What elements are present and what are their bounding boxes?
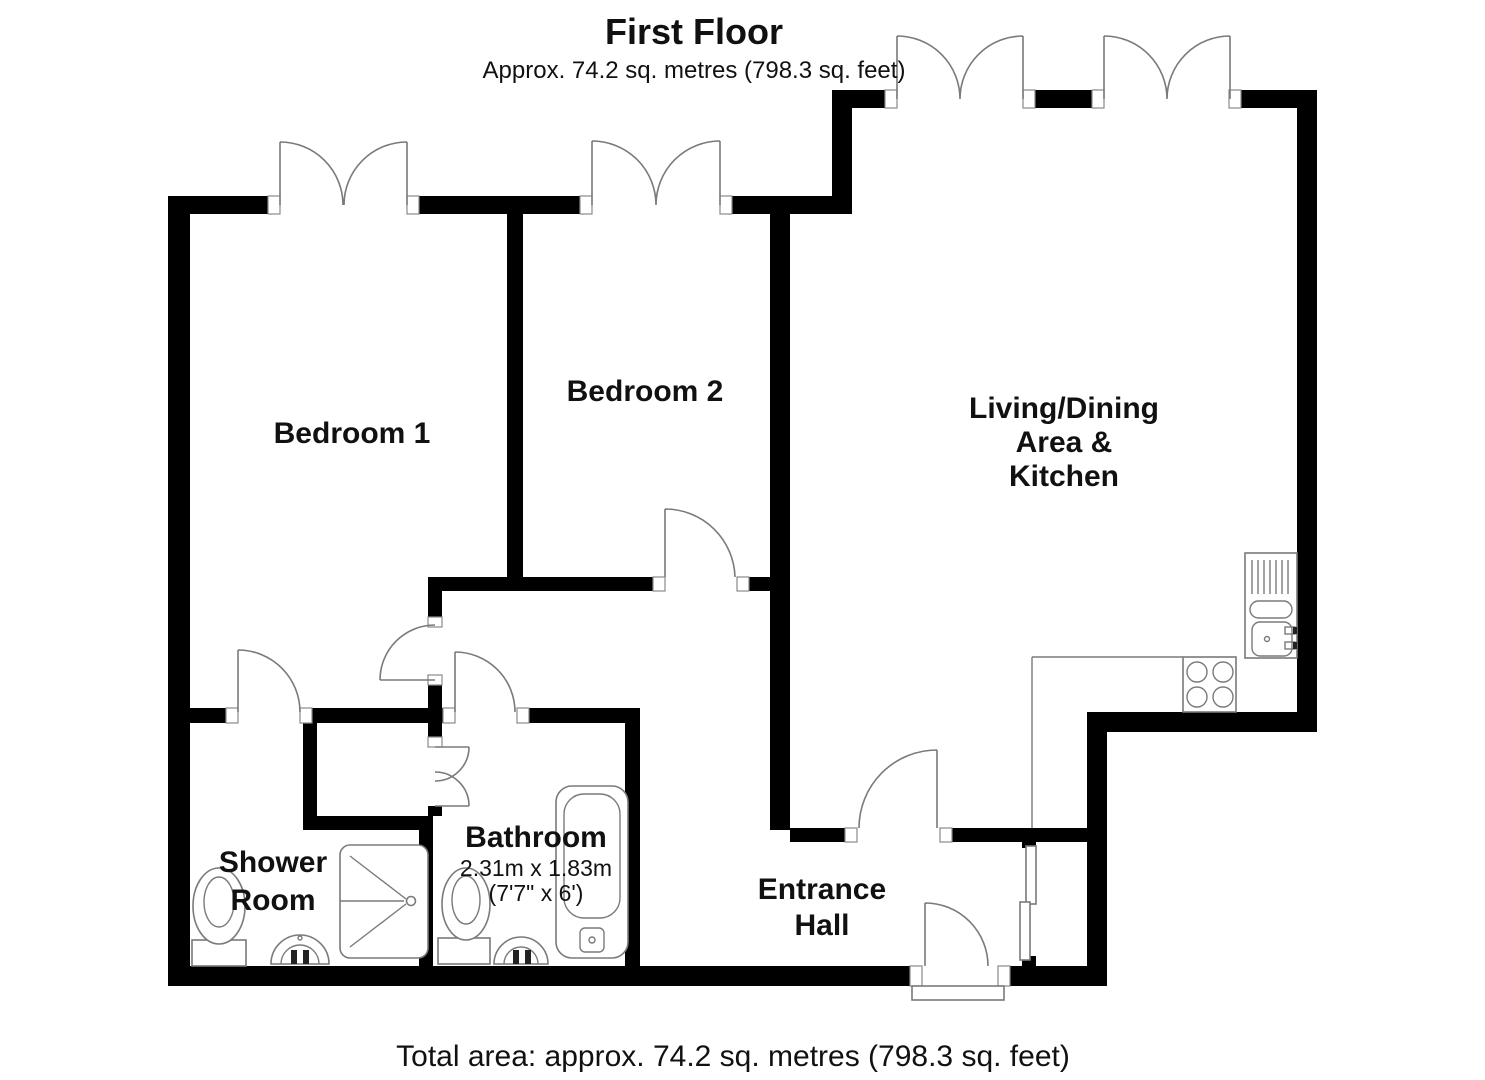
toilet-icon <box>437 867 491 965</box>
wall-bed1-door-stub-top <box>428 577 442 617</box>
bathroom-fixtures <box>437 785 629 965</box>
bedroom1-door <box>379 624 436 681</box>
wall-step-bottom <box>1087 712 1107 986</box>
doors <box>237 35 1231 1001</box>
bedroom2-door <box>664 508 736 578</box>
living-french-doors-2 <box>1103 35 1231 100</box>
wall-corridor-bottom <box>517 708 640 723</box>
wall-corridor-top-a <box>428 577 665 591</box>
cupboard-double-doors <box>434 746 470 807</box>
bathroom-label: Bathroom <box>465 821 607 854</box>
wall-top-living-a <box>832 90 889 108</box>
shower-room-fixtures <box>191 844 429 967</box>
wall-bottom-right <box>1087 712 1317 732</box>
walls <box>168 90 1317 986</box>
entrance-threshold <box>911 985 1005 1001</box>
wall-shower-right-upper <box>303 708 317 830</box>
living-label-line3: Kitchen <box>1009 460 1119 493</box>
wall-top-bed1-a <box>168 196 280 214</box>
shower-room-label-line1: Shower <box>219 846 328 879</box>
bedroom1-label: Bedroom 1 <box>274 417 431 450</box>
shower-tray-icon <box>339 844 429 959</box>
living-room-door <box>858 749 938 829</box>
bathtub-icon <box>555 785 629 959</box>
wall-living-hall-a <box>790 828 857 842</box>
wall-top-bed1-b <box>410 196 592 214</box>
hob-icon <box>1182 656 1237 713</box>
shower-room-door <box>237 649 301 713</box>
bathroom-door <box>454 651 516 713</box>
wall-top-living-c <box>1233 90 1317 108</box>
kitchen-sink-icon <box>1244 552 1298 659</box>
wall-cupboard-post-bottom <box>428 806 442 816</box>
wall-top-living-b <box>1025 90 1103 108</box>
entrance-door <box>924 902 989 967</box>
wall-cupboard-bottom <box>303 816 433 830</box>
bedroom2-french-doors <box>591 140 721 206</box>
wall-right <box>1297 90 1317 732</box>
page-title: First Floor <box>605 11 783 52</box>
entrance-hall-label-line1: Entrance <box>758 873 886 906</box>
bathroom-dim-imperial: (7'7" x 6') <box>489 880 584 906</box>
toilet-icon <box>191 867 247 967</box>
living-label-line1: Living/Dining <box>969 392 1159 425</box>
bedroom2-label: Bedroom 2 <box>567 375 724 408</box>
wall-left <box>168 196 190 986</box>
kitchen-fixtures <box>1031 552 1298 828</box>
door-jambs <box>225 89 1242 987</box>
entrance-hall-label-line2: Hall <box>794 909 849 942</box>
bathroom-dim-metric: 2.31m x 1.83m <box>460 855 612 881</box>
wall-bed1-bed2 <box>507 214 523 577</box>
kitchen-counter <box>1031 656 1183 828</box>
wall-top-bed2 <box>720 196 852 214</box>
wall-step-top <box>832 90 852 214</box>
bedroom1-french-doors <box>279 141 408 206</box>
sliding-door-icon <box>1019 845 1037 961</box>
basin-icon <box>270 934 330 965</box>
wall-living-left <box>770 214 790 830</box>
living-label-line2: Area & <box>1016 426 1113 459</box>
wall-bed1-bottom-a <box>168 708 228 723</box>
plan-text: First Floor Approx. 74.2 sq. metres (798… <box>219 11 1159 1073</box>
basin-icon <box>493 936 549 965</box>
living-french-doors-1 <box>896 35 1024 100</box>
page-subtitle: Approx. 74.2 sq. metres (798.3 sq. feet) <box>483 57 906 84</box>
total-area-label: Total area: approx. 74.2 sq. metres (798… <box>396 1040 1070 1073</box>
wall-hallcupboard-stub-bottom <box>1022 956 1036 966</box>
wall-living-hall-b <box>940 828 1087 842</box>
shower-room-label-line2: Room <box>231 884 316 917</box>
wall-bed1-bottom-b <box>303 708 455 723</box>
wall-bottom-a <box>168 966 922 986</box>
wall-bed1-door-stub-bottom <box>428 685 442 737</box>
wall-bottom-b <box>998 966 1107 986</box>
wall-hallcupboard-stub-top <box>1022 842 1036 848</box>
